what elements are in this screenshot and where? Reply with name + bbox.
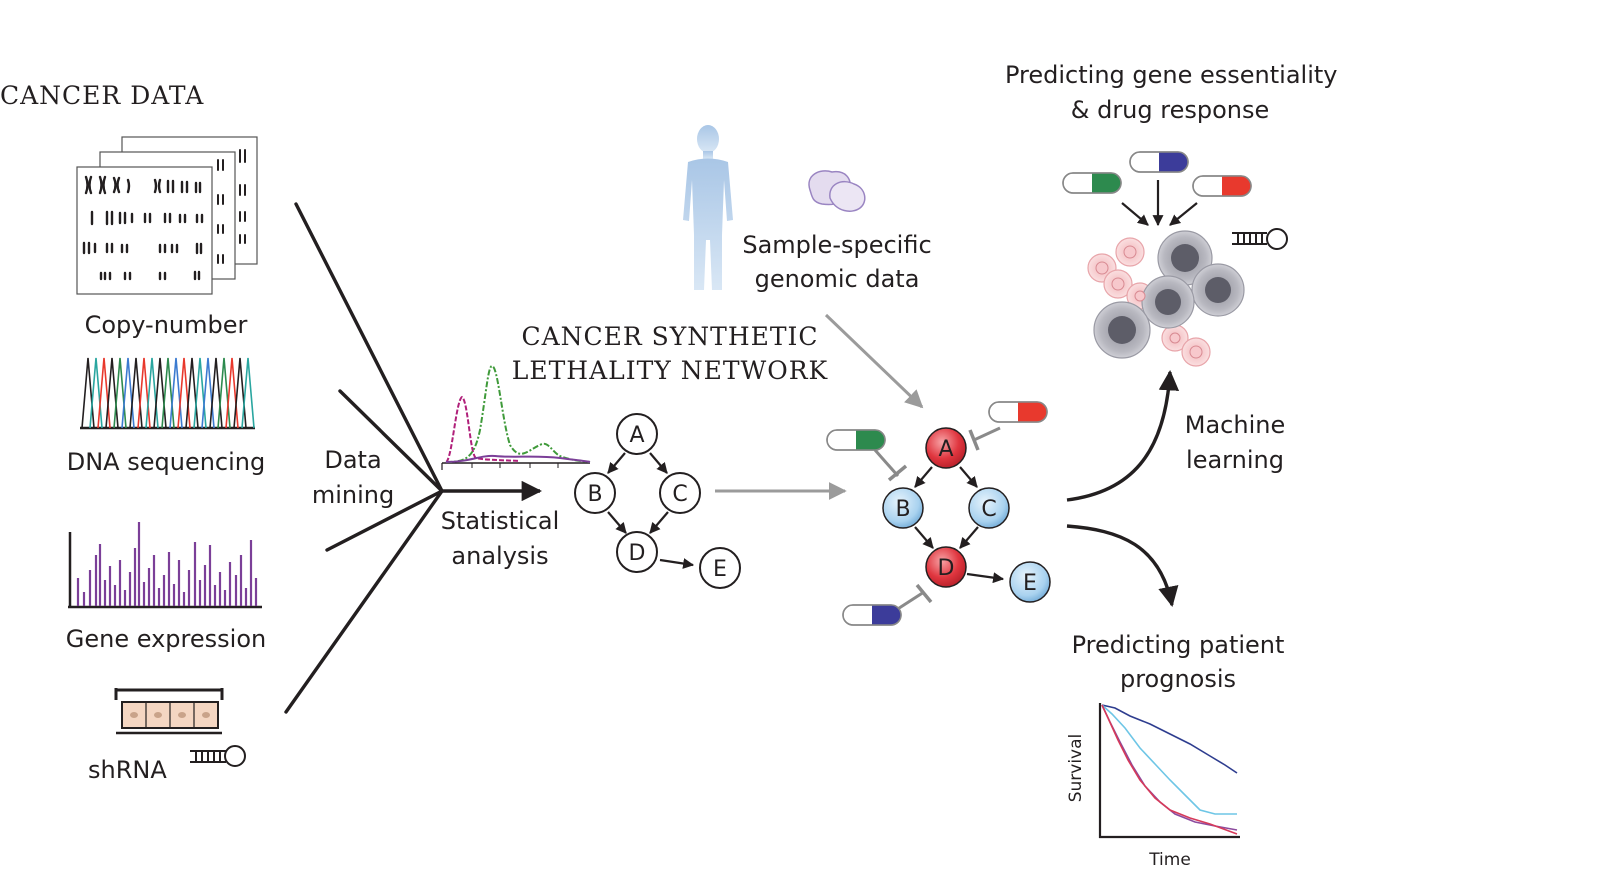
prognosis-arrow <box>1066 524 1179 608</box>
prognosis-label-line1: Predicting patient <box>1071 631 1285 659</box>
machine-learning-label-line1: Machine <box>1184 411 1286 439</box>
sample-node-d <box>925 546 967 588</box>
dna-sequencing-label: DNA sequencing <box>66 448 266 476</box>
pill-capsule-icon <box>1192 175 1252 197</box>
sample-label-line2: genomic data <box>754 265 920 293</box>
statistical-analysis-label-line2: analysis <box>451 542 549 570</box>
sample-node-b <box>882 487 924 529</box>
data-mining-label-line1: Data <box>324 446 382 474</box>
network-node-a-label: A <box>629 423 644 448</box>
tissue-sample-icon <box>808 170 866 212</box>
network-node-d <box>616 531 658 573</box>
survival-y-axis-label: Survival <box>1066 733 1086 803</box>
network-node-a <box>616 413 658 455</box>
gene-expression-bars-icon <box>68 522 262 609</box>
statistical-analysis-plot <box>441 364 591 470</box>
shrna-hairpin-icon <box>1232 228 1288 250</box>
sample-label-line1: Sample-specific <box>742 231 932 259</box>
network-node-d-label: D <box>629 541 646 566</box>
human-silhouette-icon <box>683 125 733 290</box>
machine-learning-label-line2: learning <box>1186 446 1284 474</box>
karyotype-icon <box>76 136 258 295</box>
sample-node-a-label: A <box>938 437 953 462</box>
sample-specific-network: A B C D E <box>873 426 1051 614</box>
network-node-b-label: B <box>587 482 602 507</box>
cancer-data-title: Cancer Data <box>0 81 205 110</box>
data-mining-label-line2: mining <box>311 481 395 509</box>
network-node-c-label: C <box>672 482 687 507</box>
pill-capsule-icon <box>1129 151 1189 173</box>
sample-node-b-label: B <box>895 497 910 522</box>
machine-learning-arrow <box>1066 369 1180 502</box>
cancer-cells-icon <box>1087 230 1245 367</box>
cancer-synthetic-lethality-network: A B C D E <box>574 413 741 589</box>
gene-expression-label: Gene expression <box>65 625 267 653</box>
shrna-hairpin-icon <box>190 745 246 767</box>
sample-data-arrow <box>824 313 924 409</box>
survival-x-axis-label: Time <box>1149 850 1191 870</box>
network-node-e-label: E <box>713 557 727 582</box>
pill-capsule-icon <box>842 604 902 626</box>
sample-node-e <box>1009 561 1051 603</box>
prognosis-label-line2: prognosis <box>1119 665 1237 693</box>
network-title-line2: lethality network <box>511 356 829 385</box>
sample-node-e-label: E <box>1023 571 1037 596</box>
dna-sequencing-trace-icon <box>80 357 255 430</box>
data-mining-converging-lines <box>284 202 444 714</box>
sample-node-c <box>968 487 1010 529</box>
pill-capsule-icon <box>1062 172 1122 194</box>
network-node-c <box>659 472 701 514</box>
drug-arrows <box>1121 180 1198 227</box>
sample-node-a <box>925 427 967 469</box>
survival-curve-icon <box>1098 703 1240 839</box>
essentiality-label-line1: Predicting gene essentiality <box>1005 61 1338 89</box>
network-title-line1: Cancer synthetic <box>521 322 819 351</box>
network-node-e <box>699 547 741 589</box>
statistical-analysis-label-line1: Statistical <box>440 507 560 535</box>
shrna-label: shRNA <box>88 756 167 784</box>
copy-number-label: Copy-number <box>84 311 248 339</box>
shrna-well-icon <box>114 688 224 735</box>
pill-capsule-icon <box>988 401 1048 423</box>
essentiality-label-line2: & drug response <box>1070 96 1270 124</box>
sample-node-d-label: D <box>938 556 955 581</box>
network-node-b <box>574 472 616 514</box>
sample-node-c-label: C <box>981 497 996 522</box>
pill-capsule-icon <box>826 429 886 451</box>
